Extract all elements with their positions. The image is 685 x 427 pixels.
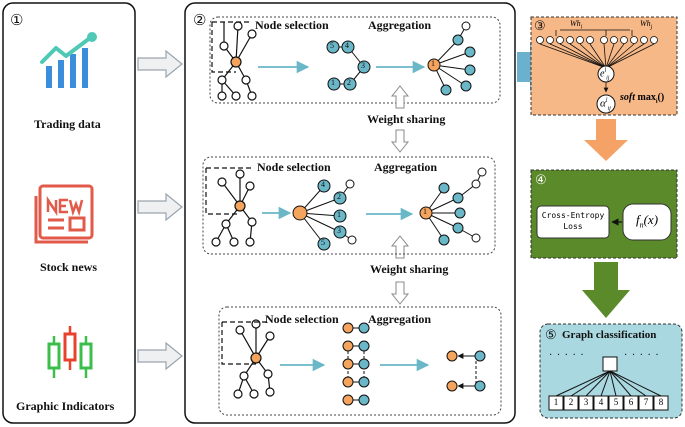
class-leaf-label: 3 [583, 397, 589, 407]
wh-i-label: Whi [570, 19, 583, 31]
node-label-r1: 2 [347, 78, 351, 87]
center-node-label: 1 [431, 59, 435, 68]
class-leaf-label: 8 [658, 397, 664, 407]
softmax-label: soft maxi() [620, 92, 665, 105]
panel-loss [530, 169, 678, 259]
newspaper-icon [34, 184, 94, 244]
class-leaf-label: 7 [643, 397, 649, 407]
panel-classification [539, 323, 683, 419]
node-label-r1: 3 [361, 61, 365, 70]
ellipsis-left: · · · · · [549, 350, 585, 361]
node-label-r1: 1 [331, 78, 335, 87]
weight-sharing-label-2: Weight sharing [370, 262, 449, 276]
node-label-r2: 2 [337, 192, 341, 201]
aggregation-label-2: Aggregation [374, 160, 438, 174]
panel-2-number: ② [193, 13, 207, 29]
panel-attention [530, 16, 678, 116]
aggregation-label-1: Aggregation [368, 18, 432, 32]
panel-5-number: ⑤ [545, 327, 557, 342]
trading-data-label: Trading data [34, 117, 101, 131]
node-selection-label-2: Node selection [257, 160, 331, 174]
node-label-r2: 1 [337, 210, 341, 219]
node-label-r1: 4 [345, 41, 349, 50]
weight-sharing-label-1: Weight sharing [367, 112, 446, 126]
node-selection-label-3: Node selection [265, 312, 339, 326]
source-arrows [137, 49, 183, 371]
node-selection-label-1: Node selection [255, 18, 329, 32]
panel-3-number: ③ [534, 18, 546, 33]
center-node-label: 1 [423, 207, 427, 216]
panel-graph-aggregation [184, 2, 516, 424]
class-leaf-label: 4 [598, 397, 604, 407]
to-loss-arrow [584, 119, 628, 161]
trading-chart-icon [40, 32, 97, 88]
weight-sharing-arrows [390, 85, 410, 305]
panel-4-number: ④ [535, 172, 547, 187]
attention-coefficient-e: elij [600, 68, 610, 82]
attention-weight-alpha: αlij [600, 97, 611, 112]
model-function-box: fn(x) [635, 212, 659, 230]
ellipsis-right: · · · · · [624, 350, 660, 361]
class-leaf-label: 1 [553, 397, 559, 407]
graph-classification-title: Graph classification [562, 329, 657, 341]
aggregation-label-3: Aggregation [368, 312, 432, 326]
subpanel-row-1 [209, 16, 501, 104]
panel-data-sources [2, 2, 136, 424]
to-classification-arrow [582, 262, 630, 318]
class-leaf-label: 2 [568, 397, 574, 407]
subpanel-row-3 [218, 306, 502, 416]
wh-j-label: Whj [640, 19, 653, 31]
graphic-indicators-label: Graphic Indicators [16, 399, 115, 413]
panel-1-number: ① [10, 13, 24, 29]
subpanel-row-2 [202, 156, 496, 255]
node-label-r1: 5 [330, 41, 334, 50]
class-leaf-label: 6 [628, 397, 634, 407]
class-leaf-label: 5 [613, 397, 619, 407]
node-label-r2: 3 [337, 226, 341, 235]
candlestick-icon [47, 326, 93, 378]
node-label-r2: 5 [321, 238, 325, 247]
node-label-r2: 4 [321, 180, 325, 189]
stock-news-label: Stock news [40, 260, 98, 274]
